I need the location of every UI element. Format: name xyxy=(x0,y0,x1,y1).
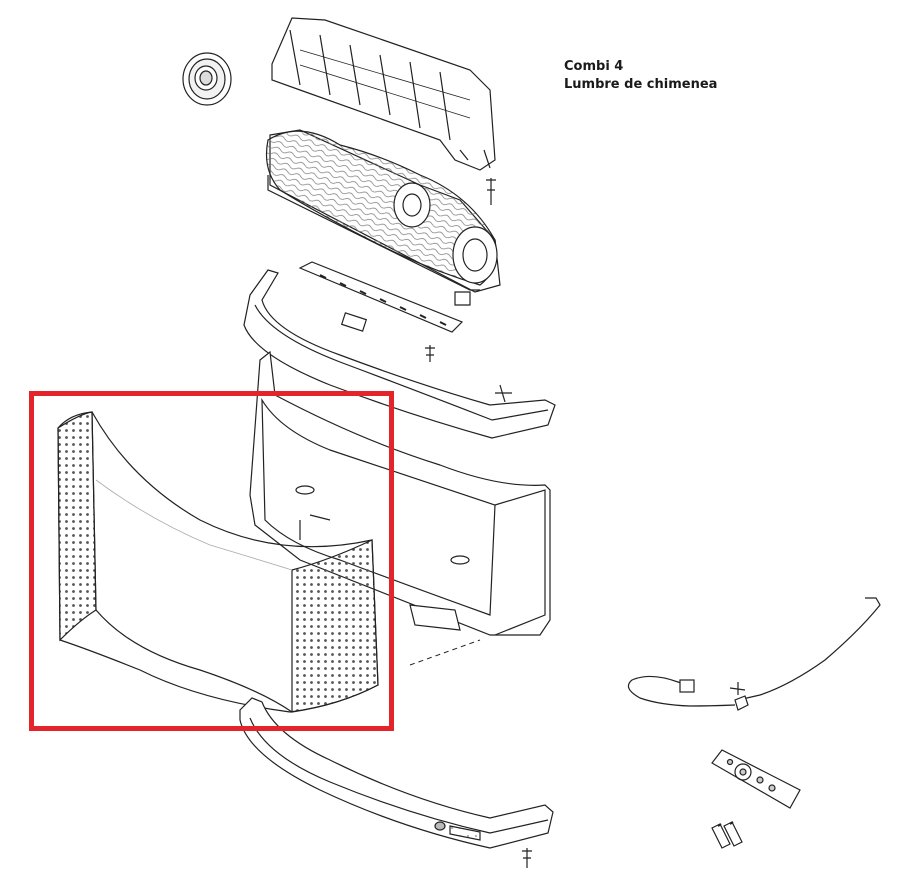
battery-icon xyxy=(711,821,743,849)
assembly-guide-line xyxy=(409,639,481,666)
highlight-frame xyxy=(29,391,394,731)
diagram-caption: Combi 4 Lumbre de chimenea xyxy=(564,58,717,94)
trim-icon xyxy=(243,269,556,439)
model-name: Combi 4 xyxy=(564,59,624,74)
cable-icon xyxy=(627,597,881,711)
remote-icon xyxy=(711,749,801,809)
bracket-icon xyxy=(271,17,496,205)
glass-panel-icon xyxy=(57,411,379,713)
trim-icon xyxy=(239,697,554,868)
log-icon xyxy=(265,129,501,306)
circuit-board-icon xyxy=(298,261,464,362)
product-name: Lumbre de chimenea xyxy=(564,77,718,92)
knob-icon xyxy=(182,52,232,106)
